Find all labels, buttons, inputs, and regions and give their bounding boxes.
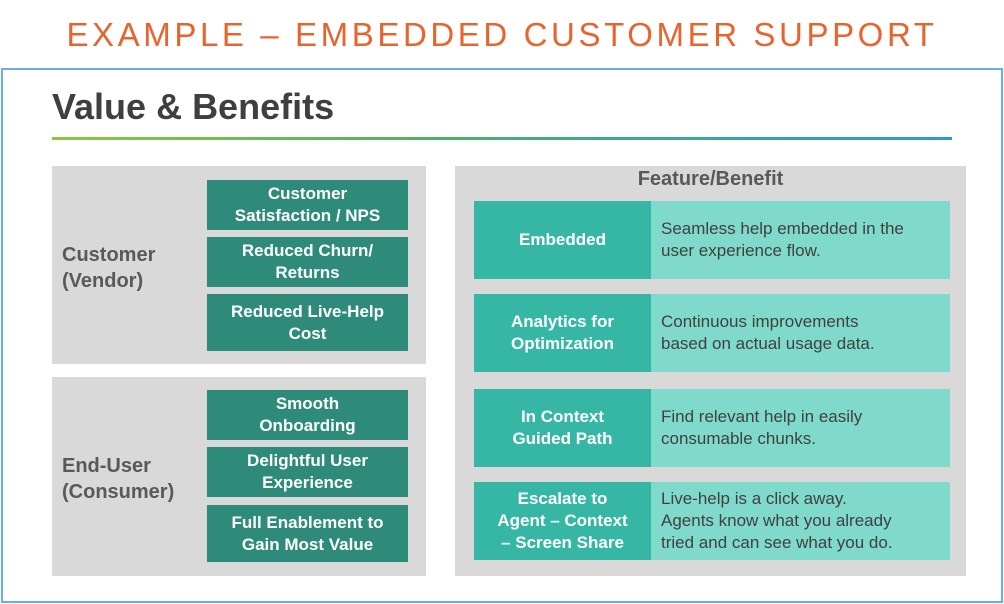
benefit-cell: Find relevant help in easily consumable … [651,389,950,467]
feature-benefit-row: In Context Guided Path Find relevant hel… [474,389,950,467]
customer-benefit-box: Reduced Churn/ Returns [207,237,408,287]
end-user-benefit-box: Smooth Onboarding [207,390,408,440]
benefit-cell: Live-help is a click away. Agents know w… [651,482,950,560]
end-user-benefit-box: Delightful User Experience [207,447,408,497]
slide-top-title: EXAMPLE – EMBEDDED CUSTOMER SUPPORT [66,16,938,53]
customer-label: Customer (Vendor) [62,244,156,292]
feature-cell: Escalate to Agent – Context – Screen Sha… [474,482,651,560]
feature-cell: Analytics for Optimization [474,294,651,372]
feature-benefit-row: Analytics for Optimization Continuous im… [474,294,950,372]
feature-cell: In Context Guided Path [474,389,651,467]
feature-benefit-row: Embedded Seamless help embedded in the u… [474,201,950,279]
feature-benefit-row: Escalate to Agent – Context – Screen Sha… [474,482,950,560]
slide-heading: Value & Benefits [52,86,335,127]
end-user-benefit-box: Full Enablement to Gain Most Value [207,505,408,562]
benefit-cell: Continuous improvements based on actual … [651,294,950,372]
customer-benefit-box: Reduced Live-Help Cost [207,294,408,351]
feature-benefit-header: Feature/Benefit [637,168,784,190]
feature-cell: Embedded [474,201,651,279]
heading-gradient-rule [52,137,952,140]
customer-benefit-box: Customer Satisfaction / NPS [207,180,408,230]
benefit-cell: Seamless help embedded in the user exper… [651,201,950,279]
end-user-label: End-User (Consumer) [62,455,175,503]
